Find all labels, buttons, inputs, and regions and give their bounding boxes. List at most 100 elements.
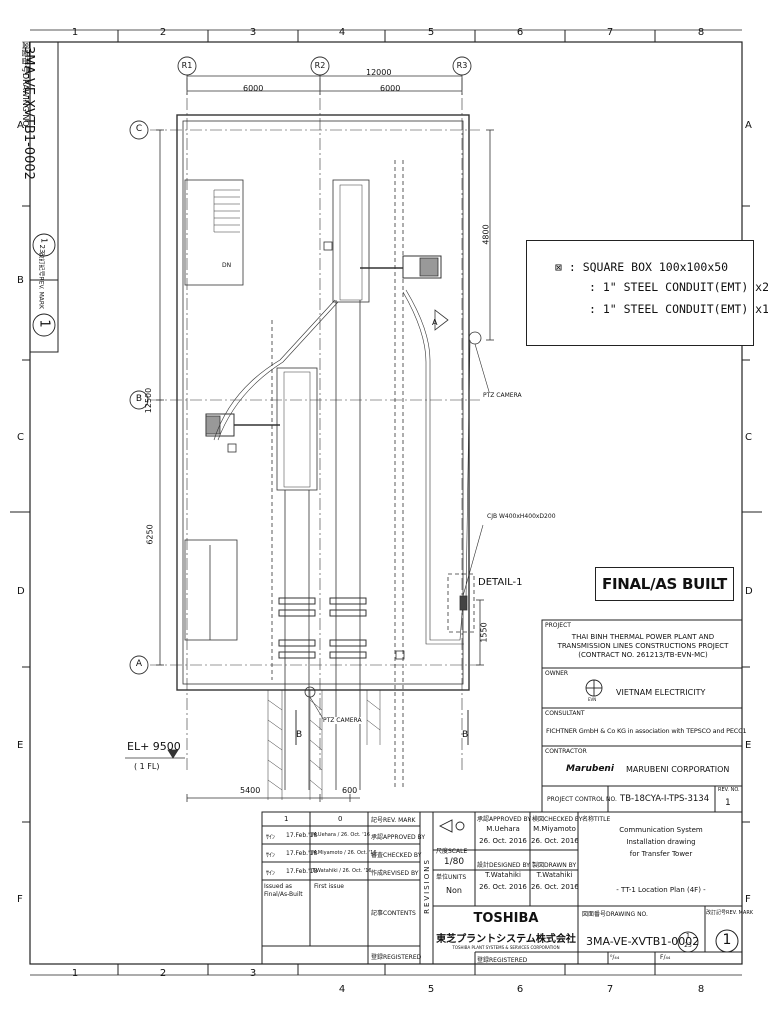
- grid-col-2-bottom: 2: [159, 968, 167, 979]
- label-dn: DN: [222, 262, 232, 269]
- grid-col-1: 1: [71, 27, 79, 38]
- legend-conduit-x2: : 1" STEEL CONDUIT(EMT) x2: [589, 280, 768, 294]
- dim-left-total: 12500: [144, 387, 154, 414]
- rev-row-3-date: 17.Feb.'18: [286, 868, 318, 875]
- dim-top-left: 6000: [243, 84, 264, 93]
- drawn-name: T.Watahiki: [536, 871, 573, 879]
- contractor-label: CONTRACTOR: [545, 748, 587, 755]
- axis-r3: R3: [456, 61, 468, 70]
- grid-row-f: F: [17, 894, 23, 905]
- dim-bottom-right: 600: [342, 786, 358, 795]
- grid-col-7: 7: [606, 27, 614, 38]
- final-as-built-stamp: FINAL/AS BUILT: [595, 567, 734, 601]
- project-line-2: TRANSMISSION LINES CONSTRUCTIONS PROJECT: [557, 642, 729, 650]
- rev-row-3-sign: ｻｲﾝ: [266, 870, 276, 877]
- consultant-label: CONSULTANT: [545, 710, 585, 717]
- axis-r2: R2: [314, 61, 326, 70]
- rev-row-1-name: M.Uehara / 26. Oct. '16: [312, 832, 370, 838]
- grid-col-8-bottom: 8: [697, 984, 705, 995]
- label-detail-1: DETAIL-1: [478, 577, 523, 588]
- drawn-label: 製図DRAWN BY: [532, 862, 577, 869]
- grid-bubbles: [129, 56, 472, 675]
- axis-b: B: [135, 394, 143, 404]
- designed-date: 26. Oct. 2016: [479, 883, 527, 891]
- title-line-2: Installation drawing: [626, 838, 696, 846]
- rev-row-label-revised: 作成REVISED BY: [371, 870, 419, 877]
- rev-no-label: REV. NO.: [718, 787, 740, 793]
- pcn-value: TB-18CYA-I-TPS-3134: [620, 794, 710, 804]
- dim-right-upper: 4800: [481, 224, 491, 245]
- contractor-logo: Marubeni: [566, 764, 614, 774]
- side-sheet-circle: [32, 233, 56, 257]
- drawing-sheet-den: 23: [684, 942, 692, 949]
- tpss-logo-mark: [438, 819, 465, 833]
- label-section-a: A: [432, 318, 438, 327]
- rev-row-label-checked: 審査CHECKED BY: [371, 852, 422, 859]
- sheet-count-circle: [677, 931, 699, 953]
- side-rev: 1: [36, 319, 52, 328]
- pcn-label: PROJECT CONTROL NO.: [547, 796, 617, 803]
- company-name: TOSHIBA: [473, 911, 539, 926]
- dim-bottom-left: 5400: [240, 786, 261, 795]
- title-label: 名称TITLE: [582, 816, 611, 823]
- axis-a: A: [135, 659, 143, 669]
- drawn-date: 26. Oct. 2016: [531, 883, 579, 891]
- grid-col-1-bottom: 1: [71, 968, 79, 979]
- legend-square-box: ⊠ : SQUARE BOX 100x100x50: [555, 260, 729, 274]
- rev-circle: [715, 929, 739, 953]
- rev-issued-2: Final/As-Built: [264, 891, 303, 898]
- checked-name: M.Miyamoto: [533, 825, 576, 833]
- rev-registered-label: 登録REGISTERED: [371, 954, 422, 961]
- designed-label: 設計DESIGNED BY: [477, 862, 530, 869]
- rev-row-2-sign: ｻｲﾝ: [266, 852, 276, 859]
- label-floor: ( 1 FL): [134, 762, 160, 771]
- drawing-mark-2: F/₄₄: [660, 954, 671, 961]
- rev-no-value: 1: [725, 798, 731, 808]
- dim-top-right: 6000: [380, 84, 401, 93]
- dim-right-lower: 1550: [479, 622, 489, 643]
- label-elevation: EL+ 9500: [127, 740, 181, 753]
- designed-name: T.Watahiki: [485, 871, 521, 879]
- approved-date: 26. Oct. 2016: [479, 837, 527, 845]
- consultant-name: FICHTNER GmbH & Co KG in association wit…: [546, 727, 747, 735]
- legend-box: ⊠ : SQUARE BOX 100x100x50 : 1" STEEL CON…: [526, 240, 768, 346]
- owner-name: VIETNAM ELECTRICITY: [616, 688, 706, 697]
- title-line-1: Communication System: [619, 826, 703, 834]
- grid-col-2: 2: [159, 27, 167, 38]
- drawing-no-label: 図面番号DRAWING NO.: [582, 911, 648, 918]
- grid-row-b: B: [17, 275, 24, 286]
- grid-col-3: 3: [249, 27, 257, 38]
- owner-label: OWNER: [545, 670, 569, 677]
- grid-row-a-right: A: [745, 120, 752, 131]
- grid-row-c: C: [17, 432, 24, 443]
- side-drawing-no: 3MA-VE-XVTB1-0002: [21, 46, 36, 180]
- grid-col-5-bottom: 5: [427, 984, 435, 995]
- approved-name: M.Uehara: [486, 825, 520, 833]
- scale-label: 尺度SCALE: [436, 848, 468, 855]
- units-value: Non: [446, 886, 462, 895]
- rev-row-2-name: M.Miyamoto / 26. Oct. '16: [312, 850, 377, 856]
- grid-col-6-bottom: 6: [516, 984, 524, 995]
- project-line-3: (CONTRACT NO. 261213/TB-EVN-MC): [578, 651, 708, 659]
- label-ptz-camera-1: PTZ CAMERA: [483, 392, 522, 399]
- side-block-frame: [29, 41, 59, 353]
- rev-row-3-name: T.Watahiki / 26. Oct. '16: [312, 868, 372, 874]
- grid-row-e-right: E: [745, 740, 752, 751]
- company-name-jp: 東芝プラントシステム株式会社: [436, 934, 576, 945]
- project-label: PROJECT: [545, 622, 571, 629]
- rev-issued-1: Issued as: [264, 883, 293, 890]
- approved-label: 承認APPROVED BY: [477, 816, 532, 823]
- drawing-no: 3MA-VE-XVTB1-0002: [586, 935, 700, 948]
- title-block-lines: [261, 619, 743, 965]
- dim-left-lower: 6250: [145, 524, 155, 545]
- contractor-name: MARUBENI CORPORATION: [626, 765, 730, 774]
- grid-row-e: E: [17, 740, 24, 751]
- rev-row-1-date: 17.Feb.'18: [286, 832, 318, 839]
- drawing-rev: 1: [722, 932, 732, 948]
- side-rev-circle: [32, 313, 56, 337]
- rev-header-0: 0: [338, 815, 343, 823]
- rev-row-1-sign: ｻｲﾝ: [266, 834, 276, 841]
- grid-col-6: 6: [516, 27, 524, 38]
- label-cjb: CJB W400xH400xD200: [487, 513, 556, 520]
